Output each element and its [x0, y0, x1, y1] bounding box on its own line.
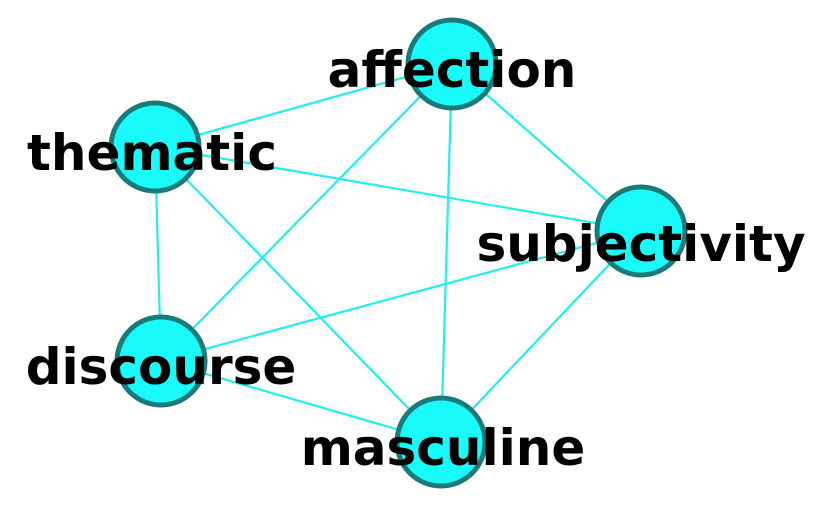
node-discourse[interactable]: discourse — [26, 314, 297, 408]
node-circle-affection — [405, 17, 499, 111]
edge-thematic-affection — [154, 62, 453, 149]
edge-subjectivity-masculine — [440, 230, 642, 443]
node-subjectivity[interactable]: subjectivity — [476, 184, 806, 278]
node-label-affection: affection — [328, 41, 577, 99]
node-affection[interactable]: affection — [328, 17, 577, 111]
node-thematic[interactable]: thematic — [27, 100, 277, 194]
node-label-discourse: discourse — [26, 338, 297, 396]
node-circle-masculine — [394, 395, 488, 489]
edge-thematic-masculine — [154, 146, 442, 443]
node-label-thematic: thematic — [27, 124, 277, 182]
edge-thematic-subjectivity — [154, 145, 642, 233]
nodes-layer: affection thematic subjectivity discours… — [26, 17, 806, 489]
node-circle-discourse — [114, 314, 208, 408]
node-circle-subjectivity — [594, 184, 688, 278]
edge-affection-discourse — [160, 63, 453, 362]
node-label-masculine: masculine — [301, 419, 586, 477]
node-circle-thematic — [108, 100, 202, 194]
edge-subjectivity-discourse — [160, 229, 642, 363]
node-masculine[interactable]: masculine — [301, 395, 586, 489]
node-label-subjectivity: subjectivity — [476, 215, 805, 273]
edge-affection-masculine — [439, 63, 454, 443]
edge-discourse-masculine — [160, 359, 442, 444]
